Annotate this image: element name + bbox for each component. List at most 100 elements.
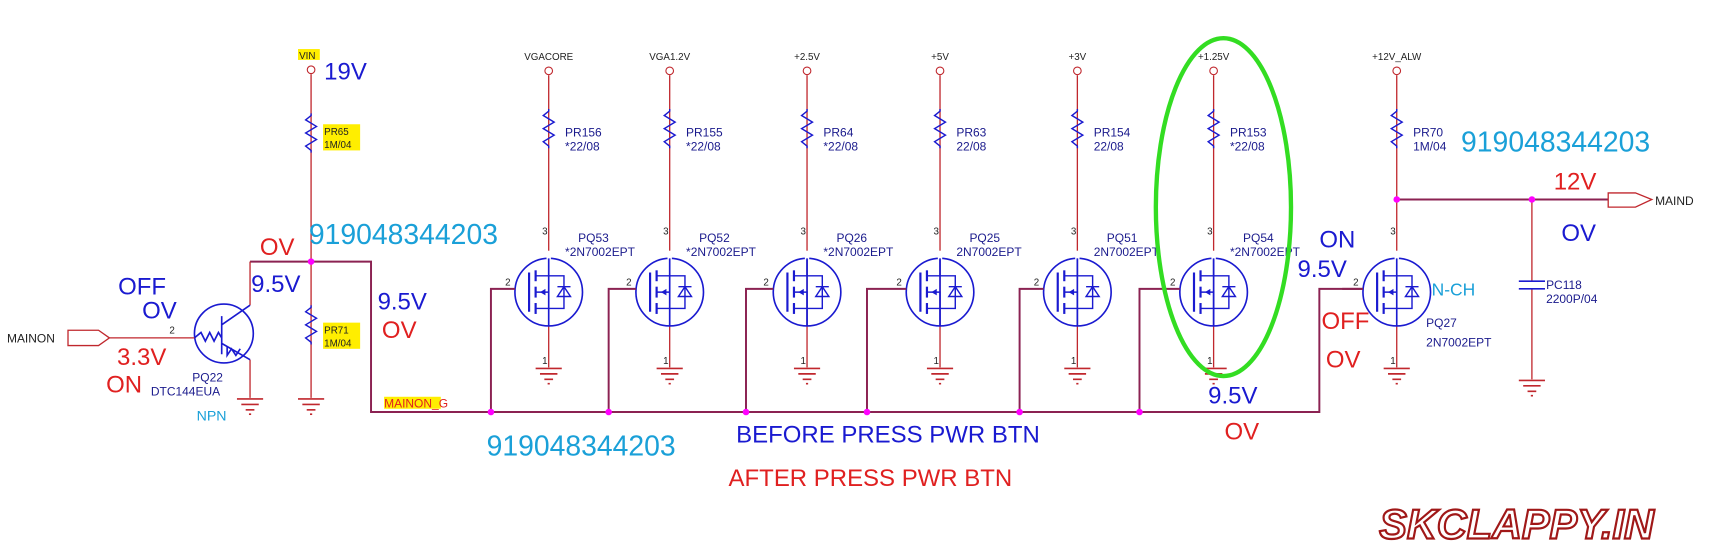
mosfet-ref: PQ26: [836, 231, 867, 245]
annotation: OV: [1225, 418, 1260, 445]
pin-label: 2: [896, 278, 901, 289]
pin-label: 3: [1071, 226, 1077, 237]
rail-label: +1.25V: [1198, 52, 1230, 63]
annotation: 9.5V: [251, 271, 300, 298]
junction-dot: [863, 408, 871, 416]
rail-pin: [1392, 66, 1402, 76]
resistor-ref: PR70: [1413, 125, 1443, 139]
rail-pin: [665, 66, 675, 76]
pc118-capacitor: [1518, 280, 1545, 290]
resistor-value: 22/08: [956, 139, 986, 153]
mosfet-part: 2N7002EPT: [1426, 336, 1492, 350]
pin-label: 2: [505, 278, 510, 289]
ground-icon: [534, 367, 563, 385]
rail-label: VGA1.2V: [649, 52, 690, 63]
resistor-value: *22/08: [1230, 139, 1265, 153]
mosfet-part: *2N7002EPT: [686, 245, 757, 259]
junction-dot: [307, 258, 315, 265]
resistor-value: 22/08: [1094, 139, 1124, 153]
ground-icon: [1518, 379, 1546, 397]
pin-label: 1: [1207, 356, 1212, 367]
pr65-ref: PR65: [324, 127, 349, 138]
pin-label: 1: [800, 356, 805, 367]
rail-label: +2.5V: [794, 52, 820, 63]
pr71-value: 1M/04: [324, 339, 352, 350]
mosfet-part: *2N7002EPT: [1230, 245, 1301, 259]
phone-annotation: 919048344203: [1461, 127, 1650, 159]
pr65-value: 1M/04: [324, 140, 352, 151]
rail-label: +12V_ALW: [1372, 52, 1422, 63]
mainon-port[interactable]: [67, 329, 111, 347]
pin-label: 1: [1071, 356, 1076, 367]
pin-label: 2: [1034, 278, 1039, 289]
mosfet-part: *2N7002EPT: [565, 245, 636, 259]
pin-label: 2: [1170, 278, 1175, 289]
watermark-logo: SKCLAPPY.IN: [1379, 501, 1655, 547]
pq22-type: NPN: [197, 409, 227, 425]
resistor-ref: PR156: [565, 125, 602, 139]
vin-highlight: [298, 49, 320, 60]
annotation: OV: [382, 317, 417, 344]
mainon-label: MAINON: [7, 331, 55, 345]
annotation: OFF: [1322, 308, 1370, 335]
pin-label: 3: [933, 226, 939, 237]
junction-dot: [1016, 408, 1023, 416]
resistor-ref: PR153: [1230, 125, 1267, 139]
pin-label: 3: [1390, 226, 1396, 237]
rail-label: +3V: [1069, 52, 1087, 63]
highlight-ellipse: [1153, 35, 1294, 379]
vin-pin: [306, 65, 316, 75]
mosfet-part: 2N7002EPT: [1094, 245, 1160, 259]
mosfet-ref: PQ53: [578, 231, 609, 245]
pin-label: 3: [800, 226, 806, 237]
ground-icon: [793, 367, 821, 385]
maind-port[interactable]: [1607, 192, 1654, 208]
pc118-ref: PC118: [1546, 278, 1582, 292]
mosfet-ref: PQ51: [1107, 231, 1138, 245]
resistor-ref: PR154: [1094, 125, 1131, 139]
annotation: 9.5V: [378, 289, 427, 316]
before-caption: BEFORE PRESS PWR BTN: [736, 422, 1040, 449]
phone-annotation: 919048344203: [309, 219, 498, 251]
pc118-value: 2200P/04: [1546, 292, 1598, 306]
ground-icon: [297, 398, 325, 416]
vin-label: VIN: [299, 51, 315, 62]
junction-dot: [1528, 196, 1536, 203]
junction-dot: [487, 408, 495, 416]
annotation: ON: [106, 371, 142, 398]
mosfet-part: 2N7002EPT: [956, 245, 1022, 259]
pin-label: 3: [663, 226, 669, 237]
annotation: OV: [142, 297, 177, 324]
annotation: 12V: [1554, 169, 1597, 196]
vin-voltage: 19V: [324, 59, 367, 86]
annotation: OV: [260, 234, 295, 261]
annotation: OV: [1561, 220, 1596, 247]
pin-label: 1: [933, 356, 938, 367]
pin-label: 1: [663, 356, 668, 367]
pin-label: 2: [763, 278, 768, 289]
pin-label: 3: [542, 226, 548, 237]
pr71-ref: PR71: [324, 326, 349, 337]
annotation: 9.5V: [1298, 256, 1347, 283]
phone-annotation: 919048344203: [487, 431, 676, 463]
rail-pin: [544, 66, 554, 76]
pin-label: 2: [1353, 278, 1358, 289]
junction-dot: [605, 408, 612, 416]
rail-pin: [935, 66, 945, 76]
resistor-value: 1M/04: [1413, 139, 1447, 153]
rail-label: +5V: [931, 52, 949, 63]
pin-label: 2: [626, 278, 631, 289]
annotation: N-CH: [1432, 279, 1476, 299]
ground-icon: [1063, 367, 1092, 385]
maind-label: MAIND: [1655, 194, 1694, 208]
pq22-part: DTC144EUA: [151, 385, 220, 399]
annotation: OV: [1326, 346, 1361, 373]
pin-label: 3: [1207, 226, 1213, 237]
mainon-g-net: MAINON_G: [384, 397, 448, 411]
